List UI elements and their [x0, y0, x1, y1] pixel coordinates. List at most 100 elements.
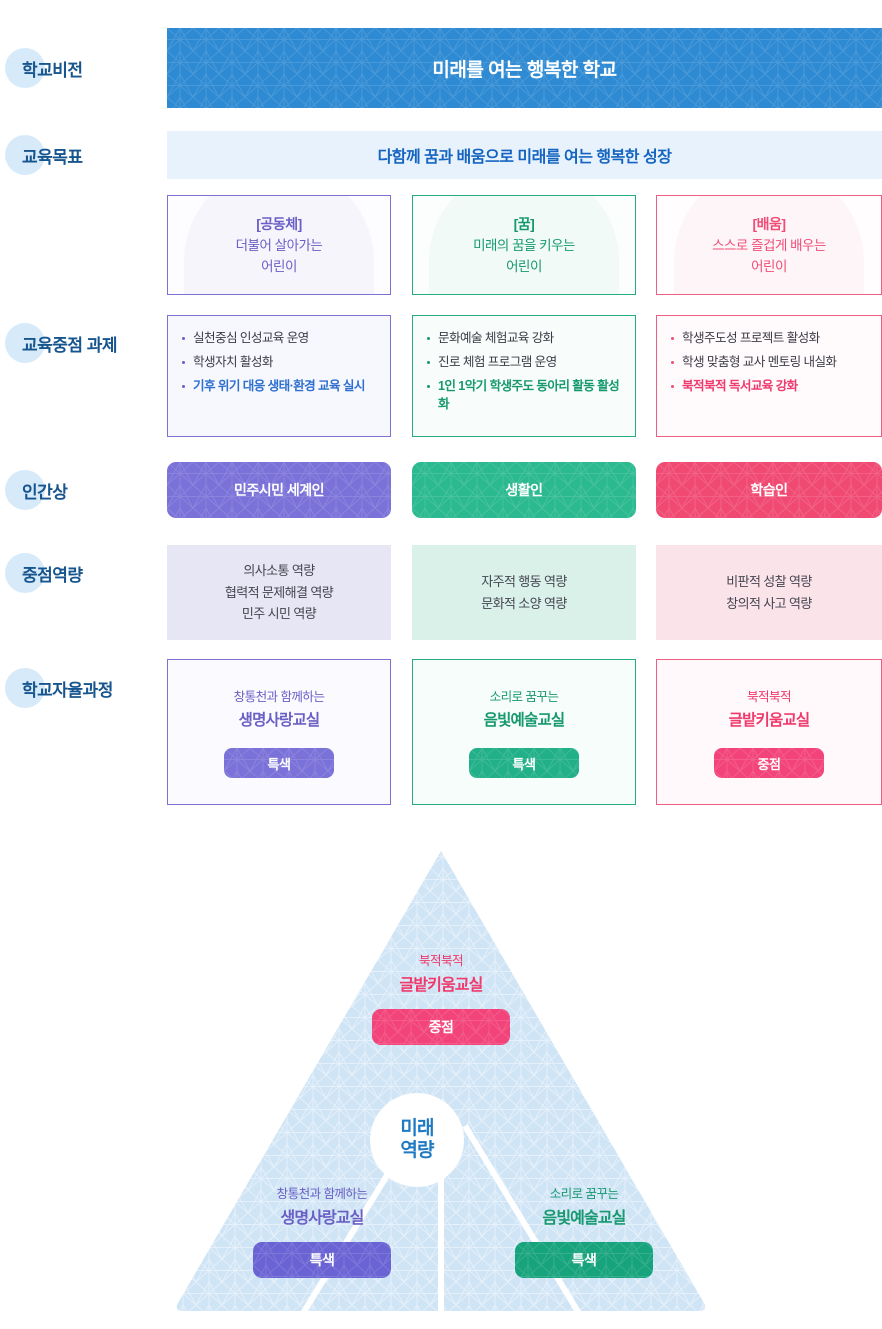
persona-label: 생활인 [505, 482, 543, 498]
task-item: 문화예술 체험교육 강화 [427, 330, 621, 348]
task-item-highlight: 북적북적 독서교육 강화 [671, 378, 867, 396]
task-list: 학생주도성 프로젝트 활성화 학생 맞춤형 교사 멘토링 내실화 북적북적 독서… [671, 330, 867, 396]
course-subtitle: 소리로 꿈꾸는 [489, 690, 559, 704]
triangle-subtitle: 북적북적 [419, 954, 464, 968]
triangle-badge[interactable]: 중점 [372, 1009, 510, 1045]
course-box-writing: 북적북적 글밭키움교실 중점 [656, 659, 882, 805]
competency-panel-learning: 비판적 성찰 역량 창의적 사고 역량 [656, 545, 882, 640]
task-list: 실천중심 인성교육 운영 학생자치 활성화 기후 위기 대응 생태·환경 교육 … [182, 330, 376, 396]
goal-banner: 다함께 꿈과 배움으로 미래를 여는 행복한 성장 [167, 131, 882, 179]
course-subtitle: 북적북적 [747, 690, 792, 704]
category-tag: [꿈] [513, 215, 535, 232]
category-desc-line1: 스스로 즐겁게 배우는 [712, 237, 826, 253]
arch-decoration [429, 196, 619, 294]
category-box-community: [공동체] 더불어 살아가는 어린이 [167, 195, 391, 295]
course-box-sound-art: 소리로 꿈꾸는 음빛예술교실 특색 [412, 659, 636, 805]
task-item-highlight: 기후 위기 대응 생태·환경 교육 실시 [182, 378, 376, 396]
category-box-learning: [배움] 스스로 즐겁게 배우는 어린이 [656, 195, 882, 295]
triangle-badge-label: 특색 [309, 1252, 335, 1268]
category-desc-line1: 더불어 살아가는 [235, 237, 323, 253]
task-list: 문화예술 체험교육 강화 진로 체험 프로그램 운영 1인 1악기 학생주도 동… [427, 330, 621, 414]
label-dot [5, 323, 45, 363]
row-label-text: 학교비전 [22, 60, 83, 80]
task-box-dream: 문화예술 체험교육 강화 진로 체험 프로그램 운영 1인 1악기 학생주도 동… [412, 315, 636, 437]
category-desc-line2: 어린이 [506, 259, 542, 274]
course-badge-label: 특색 [512, 756, 536, 772]
row-label-text: 인간상 [22, 482, 68, 502]
task-item: 학생주도성 프로젝트 활성화 [671, 330, 867, 348]
label-dot [5, 48, 45, 88]
task-item: 학생자치 활성화 [182, 354, 376, 372]
row-label-text: 교육목표 [22, 147, 83, 167]
course-badge[interactable]: 중점 [714, 748, 824, 778]
goal-text: 다함께 꿈과 배움으로 미래를 여는 행복한 성장 [377, 149, 672, 166]
course-badge[interactable]: 특색 [469, 748, 579, 778]
task-box-community: 실천중심 인성교육 운영 학생자치 활성화 기후 위기 대응 생태·환경 교육 … [167, 315, 391, 437]
label-dot [5, 668, 45, 708]
category-tag: [배움] [752, 215, 786, 232]
triangle-title: 글밭키움교실 [399, 977, 484, 994]
label-dot [5, 553, 45, 593]
row-label-text: 교육중점 과제 [22, 335, 118, 355]
row-label-text: 중점역량 [22, 565, 83, 585]
course-box-life-love: 창통천과 함께하는 생명사랑교실 특색 [167, 659, 391, 805]
persona-bar-learner: 학습인 [656, 462, 882, 518]
triangle-section-top: 북적북적 글밭키움교실 중점 [341, 950, 541, 1045]
arch-decoration [184, 196, 374, 294]
row-label-vision: 학교비전 [0, 48, 165, 88]
vision-banner: 미래를 여는 행복한 학교 [167, 28, 882, 108]
row-label-course: 학교자율과정 [0, 668, 165, 708]
task-item: 학생 맞춤형 교사 멘토링 내실화 [671, 354, 867, 372]
center-line1: 미래 [400, 1117, 434, 1139]
triangle-section-right: 소리로 꿈꾸는 음빛예술교실 특색 [484, 1183, 684, 1278]
divider-right [462, 1124, 583, 1311]
course-badge[interactable]: 특색 [224, 748, 334, 778]
arch-decoration [674, 196, 864, 294]
triangle-subtitle: 소리로 꿈꾸는 [549, 1187, 619, 1201]
triangle-subtitle: 창통천과 함께하는 [276, 1187, 368, 1201]
triangle-badge-label: 특색 [571, 1252, 597, 1268]
competency-item: 의사소통 역량 [243, 563, 315, 579]
vision-text: 미래를 여는 행복한 학교 [432, 59, 617, 81]
competency-item: 협력적 문제해결 역량 [224, 584, 334, 600]
label-dot [5, 470, 45, 510]
competency-item: 자주적 행동 역량 [481, 573, 567, 589]
task-item: 진로 체험 프로그램 운영 [427, 354, 621, 372]
triangle-title: 음빛예술교실 [542, 1210, 627, 1227]
task-box-learning: 학생주도성 프로젝트 활성화 학생 맞춤형 교사 멘토링 내실화 북적북적 독서… [656, 315, 882, 437]
center-circle: 미래 역량 [370, 1093, 464, 1187]
row-label-tasks: 교육중점 과제 [0, 323, 165, 363]
triangle-title: 생명사랑교실 [280, 1210, 365, 1227]
course-title: 생명사랑교실 [238, 712, 321, 729]
persona-label: 학습인 [750, 482, 788, 498]
competency-item: 창의적 사고 역량 [726, 595, 812, 611]
category-desc-line2: 어린이 [261, 259, 297, 274]
task-item-highlight: 1인 1악기 학생주도 동아리 활동 활성화 [427, 378, 621, 414]
category-tag: [공동체] [256, 215, 302, 232]
row-label-goal: 교육목표 [0, 135, 165, 175]
course-subtitle: 창통천과 함께하는 [233, 690, 325, 704]
course-title: 음빛예술교실 [483, 712, 566, 729]
center-line2: 역량 [400, 1140, 434, 1161]
persona-label: 민주시민 세계인 [233, 482, 325, 498]
triangle-badge[interactable]: 특색 [253, 1242, 391, 1278]
competency-item: 문화적 소양 역량 [481, 595, 567, 611]
triangle-badge[interactable]: 특색 [515, 1242, 653, 1278]
course-title: 글밭키움교실 [728, 712, 811, 729]
row-label-text: 학교자율과정 [22, 680, 113, 700]
category-box-dream: [꿈] 미래의 꿈을 키우는 어린이 [412, 195, 636, 295]
triangle-diagram: 미래 역량 북적북적 글밭키움교실 중점 창통천과 함께하는 생명사랑교실 특색 [170, 845, 712, 1315]
triangle-section-left: 창통천과 함께하는 생명사랑교실 특색 [222, 1183, 422, 1278]
label-dot [5, 135, 45, 175]
competency-panel-dream: 자주적 행동 역량 문화적 소양 역량 [412, 545, 636, 640]
triangle-shape [176, 851, 706, 1311]
course-badge-label: 특색 [267, 756, 291, 772]
category-desc-line1: 미래의 꿈을 키우는 [473, 237, 575, 253]
competency-item: 비판적 성찰 역량 [726, 573, 812, 589]
competency-panel-community: 의사소통 역량 협력적 문제해결 역량 민주 시민 역량 [167, 545, 391, 640]
persona-bar-life: 생활인 [412, 462, 636, 518]
triangle-badge-label: 중점 [428, 1019, 454, 1035]
course-badge-label: 중점 [757, 756, 781, 772]
category-desc-line2: 어린이 [751, 259, 787, 274]
